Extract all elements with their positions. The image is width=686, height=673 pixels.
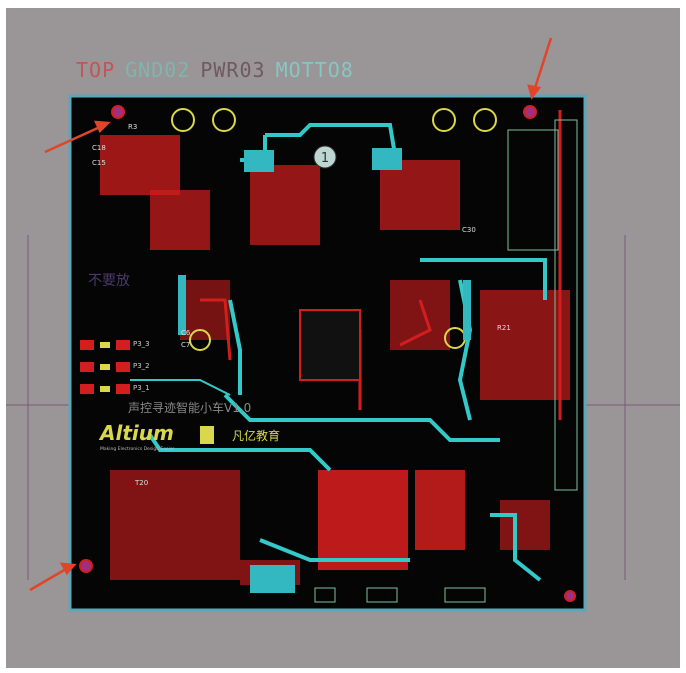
designator: C15 — [92, 159, 106, 167]
fanyi-logo-icon — [200, 426, 214, 444]
arrow-icon — [29, 567, 67, 592]
mounting-hole — [523, 105, 537, 119]
layer-tabs: TOP GND02 PWR03 MOTTO8 — [76, 58, 364, 82]
fanyi-logo: 凡亿教育 — [232, 428, 280, 443]
layer-pwr03[interactable]: PWR03 — [200, 58, 266, 82]
arrow-icon — [44, 125, 101, 154]
annotation-arrows — [29, 37, 553, 592]
capacitors — [171, 108, 497, 351]
arrow-icon — [533, 37, 553, 89]
mounting-hole — [79, 559, 93, 573]
designator: C6 — [181, 329, 191, 337]
connector-p3 — [80, 340, 130, 394]
connector-label: P3_2 — [133, 362, 150, 370]
connector-label: P3_3 — [133, 340, 150, 348]
copper-components — [100, 135, 570, 585]
warning-silkscreen: 不要放 — [88, 273, 130, 289]
mcu-chip — [299, 309, 361, 381]
designator: R21 — [497, 324, 511, 332]
designator: C30 — [462, 226, 476, 234]
designator: T20 — [134, 479, 148, 487]
mounting-hole — [564, 590, 576, 602]
designator: R3 — [128, 123, 137, 131]
center-badge — [313, 145, 337, 169]
layer-top[interactable]: TOP — [76, 58, 116, 82]
altium-logo: Altium — [98, 421, 174, 445]
altium-tagline: Making Electronics Design Easier — [100, 446, 175, 452]
center-badge-label: 1 — [321, 151, 329, 166]
designator: C18 — [92, 144, 106, 152]
mounting-holes — [79, 105, 576, 602]
designator: C7 — [181, 341, 190, 349]
board-title: 声控寻迹智能小车V1.0 — [128, 400, 251, 415]
header-pins — [314, 119, 578, 603]
layer-motto8[interactable]: MOTTO8 — [275, 58, 354, 82]
teal-pads — [178, 148, 471, 593]
connector-label: P3_1 — [133, 384, 150, 392]
layer-gnd02[interactable]: GND02 — [125, 58, 191, 82]
mounting-hole — [111, 105, 125, 119]
